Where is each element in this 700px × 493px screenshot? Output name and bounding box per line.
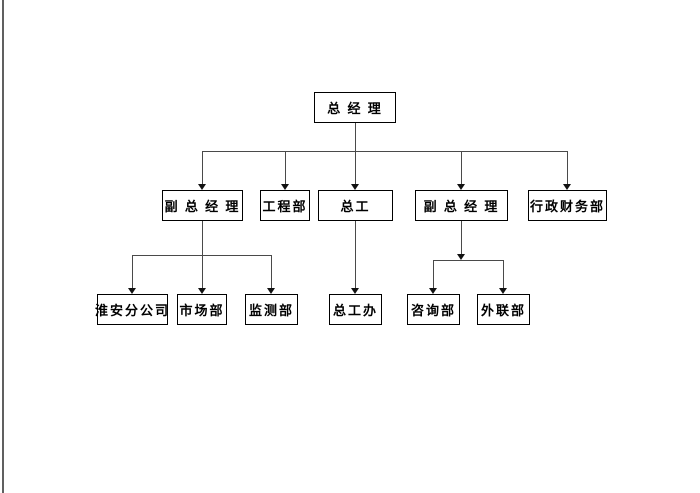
arrowhead-icon bbox=[429, 288, 437, 294]
connector-line bbox=[132, 255, 271, 256]
arrowhead-icon bbox=[457, 184, 465, 190]
connector-line bbox=[461, 151, 462, 184]
connector-line bbox=[461, 221, 462, 254]
connector-line bbox=[202, 221, 203, 288]
connector-line bbox=[355, 221, 356, 288]
connector-line bbox=[202, 151, 568, 152]
connector-line bbox=[355, 123, 356, 184]
page-left-edge-line bbox=[2, 0, 4, 493]
org-node-consulting-dept: 咨询部 bbox=[407, 294, 460, 325]
connector-line bbox=[271, 255, 272, 288]
arrowhead-icon bbox=[351, 288, 359, 294]
arrowhead-icon bbox=[128, 288, 136, 294]
connector-line bbox=[433, 260, 434, 288]
connector-line bbox=[285, 151, 286, 184]
org-node-chief-engineer-office: 总工办 bbox=[329, 294, 382, 325]
org-node-deputy-general-manager-1: 副 总 经 理 bbox=[162, 190, 243, 221]
arrowhead-icon bbox=[499, 288, 507, 294]
org-node-admin-finance-dept: 行政财务部 bbox=[528, 190, 607, 221]
arrowhead-icon bbox=[457, 254, 465, 260]
arrowhead-icon bbox=[281, 184, 289, 190]
org-node-deputy-general-manager-2: 副 总 经 理 bbox=[415, 190, 508, 221]
connector-line bbox=[503, 260, 504, 288]
arrowhead-icon bbox=[198, 184, 206, 190]
arrowhead-icon bbox=[198, 288, 206, 294]
arrowhead-icon bbox=[351, 184, 359, 190]
org-node-marketing-dept: 市场部 bbox=[177, 294, 227, 325]
org-node-general-manager: 总 经 理 bbox=[314, 92, 396, 123]
connector-line bbox=[132, 255, 133, 288]
org-node-chief-engineer: 总工 bbox=[318, 190, 393, 221]
connector-line bbox=[202, 151, 203, 184]
connector-line bbox=[567, 151, 568, 184]
arrowhead-icon bbox=[563, 184, 571, 190]
org-node-monitoring-dept: 监测部 bbox=[245, 294, 298, 325]
org-node-huaian-branch: 淮安分公司 bbox=[95, 294, 168, 325]
org-node-external-relations-dept: 外联部 bbox=[477, 294, 530, 325]
arrowhead-icon bbox=[267, 288, 275, 294]
org-node-engineering-dept: 工程部 bbox=[260, 190, 310, 221]
connector-line bbox=[433, 260, 504, 261]
